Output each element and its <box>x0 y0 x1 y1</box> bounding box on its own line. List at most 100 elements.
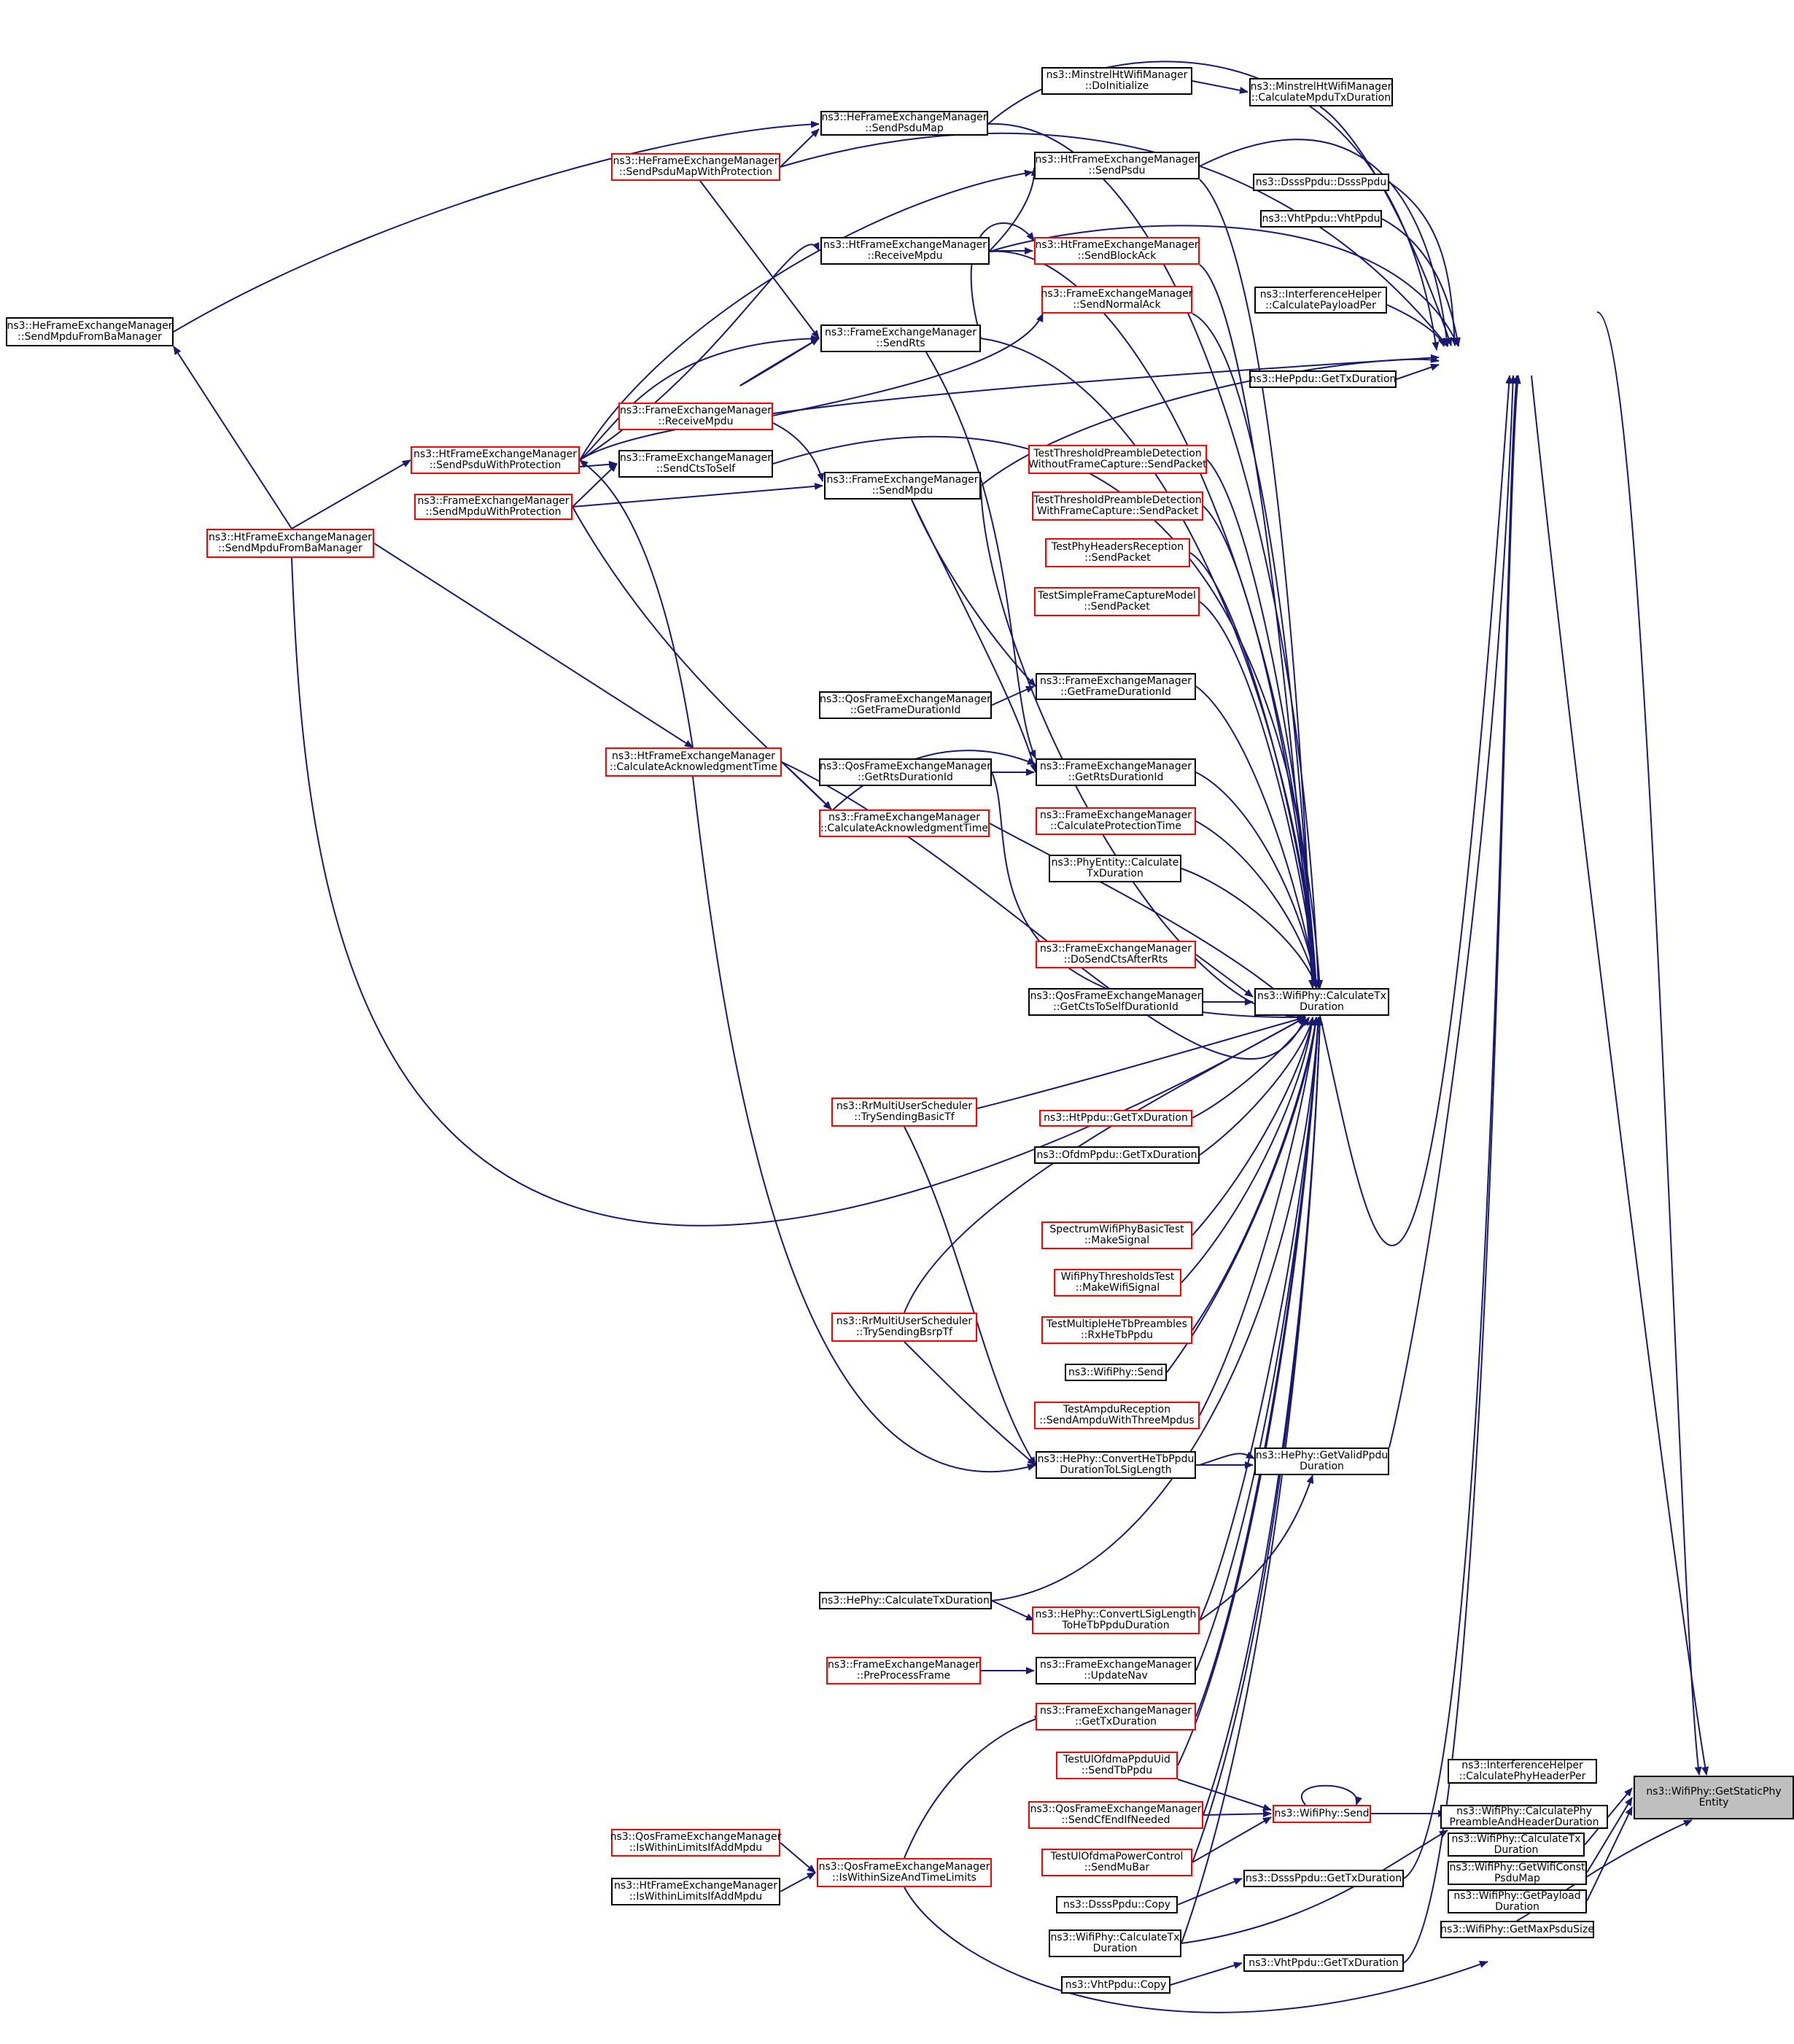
node-minstrel-init[interactable]: ns3::MinstrelHtWifiManager::DoInitialize <box>1041 67 1192 95</box>
node-rr-basic-tf[interactable]: ns3::RrMultiUserScheduler::TrySendingBas… <box>831 1097 977 1127</box>
node-spectrum-make[interactable]: SpectrumWifiPhyBasicTest::MakeSignal <box>1041 1221 1192 1249</box>
node-qos-is-within-add[interactable]: ns3::QosFrameExchangeManager::IsWithinLi… <box>610 1829 781 1857</box>
call-edge <box>772 422 824 482</box>
call-edge <box>980 338 1320 989</box>
node-fe-do-send-cts[interactable]: ns3::FrameExchangeManager::DoSendCtsAfte… <box>1036 941 1196 968</box>
node-test-multi-he[interactable]: TestMultipleHeTbPreambles::RxHeTbPpdu <box>1041 1316 1192 1344</box>
node-vht-get-tx[interactable]: ns3::VhtPpdu::GetTxDuration <box>1243 1954 1404 1972</box>
node-dsss-ppdu-ctor[interactable]: ns3::DsssPpdu::DsssPpdu <box>1253 174 1389 191</box>
node-vht-copy[interactable]: ns3::VhtPpdu::Copy <box>1061 1976 1170 1994</box>
node-test-simple-capture[interactable]: TestSimpleFrameCaptureModel::SendPacket <box>1034 587 1200 616</box>
call-edge <box>692 776 1036 1473</box>
call-edge <box>579 335 820 461</box>
node-he-ppdu-get-tx[interactable]: ns3::HePpdu::GetTxDuration <box>1249 370 1397 388</box>
call-edge <box>1199 601 1319 989</box>
node-label-line2: Duration <box>1300 1001 1344 1013</box>
node-label-line2: ::TrySendingBsrpTf <box>856 1326 952 1338</box>
node-test-ul-ofdma-power[interactable]: TestUlOfdmaPowerControl::SendMuBar <box>1041 1849 1192 1876</box>
call-edge <box>1189 552 1320 989</box>
node-fe-send-mpdu-prot[interactable]: ns3::FrameExchangeManager::SendMpduWithP… <box>414 494 572 520</box>
node-label-line1: ns3::QosFrameExchangeManager <box>1030 1803 1202 1815</box>
node-get-max-psdu[interactable]: ns3::WifiPhy::GetMaxPsduSize <box>1440 1921 1594 1938</box>
node-fe-receive-mpdu[interactable]: ns3::FrameExchangeManager::ReceiveMpdu <box>618 403 773 430</box>
node-label-line1: TestPhyHeadersReception <box>1051 541 1184 553</box>
node-label-line1: ns3::MinstrelHtWifiManager <box>1250 80 1392 93</box>
node-ofdm-ppdu-get-tx[interactable]: ns3::OfdmPpdu::GetTxDuration <box>1034 1146 1200 1164</box>
node-qos-get-cts-to-self[interactable]: ns3::QosFrameExchangeManager::GetCtsToSe… <box>1028 988 1203 1016</box>
node-test-ampdu[interactable]: TestAmpduReception::SendAmpduWithThreeMp… <box>1034 1402 1200 1429</box>
node-fe-get-tx-dur[interactable]: ns3::FrameExchangeManager::GetTxDuration <box>1036 1703 1196 1730</box>
node-fe-calc-prot[interactable]: ns3::FrameExchangeManager::CalculateProt… <box>1036 807 1196 835</box>
node-fe-send-rts[interactable]: ns3::FrameExchangeManager::SendRts <box>820 325 981 352</box>
node-label-line2: PsduMap <box>1494 1872 1540 1884</box>
node-interf-payload[interactable]: ns3::InterferenceHelper::CalculatePayloa… <box>1254 287 1387 314</box>
node-wifi-phy-send-red[interactable]: ns3::WifiPhy::Send <box>1273 1805 1371 1823</box>
node-label-line2: Duration <box>1494 1843 1539 1856</box>
node-ht-send-psdu-prot[interactable]: ns3::HtFrameExchangeManager::SendPsduWit… <box>411 446 580 474</box>
node-test-phy-headers[interactable]: TestPhyHeadersReception::SendPacket <box>1045 538 1190 567</box>
node-fe-get-frame-dur[interactable]: ns3::FrameExchangeManager::GetFrameDurat… <box>1036 673 1196 700</box>
call-edge <box>1531 375 1709 1776</box>
node-qos-get-frame-dur[interactable]: ns3::QosFrameExchangeManager::GetFrameDu… <box>819 691 992 719</box>
node-label-line2: ::MakeSignal <box>1084 1235 1150 1246</box>
node-dsss-copy[interactable]: ns3::DsssPpdu::Copy <box>1056 1896 1178 1913</box>
node-minstrel-calc[interactable]: ns3::MinstrelHtWifiManager::CalculateMpd… <box>1249 78 1393 106</box>
node-ht-send-psdu[interactable]: ns3::HtFrameExchangeManager::SendPsdu <box>1034 152 1200 179</box>
node-label-line1: ns3::WifiPhy::CalculateTx <box>1451 1833 1581 1845</box>
node-ht-send-mpdu-ba[interactable]: ns3::HtFrameExchangeManager::SendMpduFro… <box>206 529 374 558</box>
node-ht-is-within-add[interactable]: ns3::HtFrameExchangeManager::IsWithinLim… <box>611 1878 780 1905</box>
node-dsss-get-tx[interactable]: ns3::DsssPpdu::GetTxDuration <box>1243 1870 1404 1887</box>
node-test-ul-ofdma-uid[interactable]: TestUlOfdmaPpduUid::SendTbPpdu <box>1056 1752 1178 1779</box>
node-ht-calc-ack[interactable]: ns3::HtFrameExchangeManager::CalculateAc… <box>605 747 782 777</box>
node-calc-phy-header-per[interactable]: ns3::InterferenceHelper::CalculatePhyHea… <box>1448 1759 1597 1784</box>
node-label-line1: ns3::VhtPpdu::Copy <box>1065 1978 1167 1991</box>
node-fe-send-cts-to-self[interactable]: ns3::FrameExchangeManager::SendCtsToSelf <box>618 450 773 478</box>
node-fe-calc-ack[interactable]: ns3::FrameExchangeManager::CalculateAckn… <box>819 809 990 837</box>
call-edge <box>1177 1017 1322 1766</box>
node-qos-get-rts-dur[interactable]: ns3::QosFrameExchangeManager::GetRtsDura… <box>819 758 992 786</box>
node-label-line2: ::DoSendCtsAfterRts <box>1063 954 1168 965</box>
node-ht-receive-mpdu[interactable]: ns3::HtFrameExchangeManager::ReceiveMpdu <box>820 237 990 265</box>
node-ht-send-block-ack[interactable]: ns3::HtFrameExchangeManager::SendBlockAc… <box>1034 237 1200 265</box>
call-edge <box>1203 1017 1324 1816</box>
node-label-line1: ns3::FrameExchangeManager <box>1040 943 1192 955</box>
node-fe-send-normal-ack[interactable]: ns3::FrameExchangeManager::SendNormalAck <box>1041 286 1192 314</box>
node-he-send-psdu-map-prot[interactable]: ns3::HeFrameExchangeManager::SendPsduMap… <box>611 153 780 181</box>
node-he-calc-tx[interactable]: ns3::HePhy::CalculateTxDuration <box>819 1592 992 1609</box>
call-edge <box>1203 1810 1272 1818</box>
node-label-line2: ::SendTbPpdu <box>1081 1765 1153 1776</box>
node-label-line2: ::SendPsduWithProtection <box>429 459 562 471</box>
node-fe-pre-process[interactable]: ns3::FrameExchangeManager::PreProcessFra… <box>826 1657 981 1684</box>
node-label-line1: ns3::WifiPhy::GetStaticPhy <box>1646 1786 1782 1798</box>
node-he-send-psdu-map[interactable]: ns3::HeFrameExchangeManager::SendPsduMap <box>820 111 988 136</box>
node-he-send-mpdu-ba[interactable]: ns3::HeFrameExchangeManager::SendMpduFro… <box>6 317 174 346</box>
node-label-line2: ::IsWithinLimitsIfAddMpdu <box>629 1891 763 1903</box>
node-rr-bsrp-tf[interactable]: ns3::RrMultiUserScheduler::TrySendingBsr… <box>831 1313 977 1342</box>
node-label-line1: ns3::FrameExchangeManager <box>417 495 570 507</box>
node-label-line2: ::GetRtsDurationId <box>1068 772 1164 783</box>
node-thresholds-make[interactable]: WifiPhyThresholdsTest::MakeWifiSignal <box>1054 1269 1181 1297</box>
node-fe-get-rts-dur[interactable]: ns3::FrameExchangeManager::GetRtsDuratio… <box>1036 758 1196 786</box>
node-wifi-phy-send-black[interactable]: ns3::WifiPhy::Send <box>1065 1364 1167 1381</box>
node-label-line1: ns3::HtFrameExchangeManager <box>1035 239 1199 251</box>
node-fe-update-nav[interactable]: ns3::FrameExchangeManager::UpdateNav <box>1036 1657 1196 1684</box>
node-fe-send-mpdu[interactable]: ns3::FrameExchangeManager::SendMpdu <box>824 472 981 500</box>
node-qos-is-within-size[interactable]: ns3::QosFrameExchangeManager::IsWithinSi… <box>817 1858 992 1887</box>
node-ht-ppdu-get-tx[interactable]: ns3::HtPpdu::GetTxDuration <box>1039 1110 1192 1127</box>
call-edge <box>1319 375 1513 1246</box>
call-edge <box>1403 375 1520 1879</box>
node-vht-ppdu-ctor[interactable]: ns3::VhtPpdu::VhtPpdu <box>1260 210 1382 228</box>
node-qos-send-cf-end[interactable]: ns3::QosFrameExchangeManager::SendCfEndI… <box>1028 1801 1203 1829</box>
